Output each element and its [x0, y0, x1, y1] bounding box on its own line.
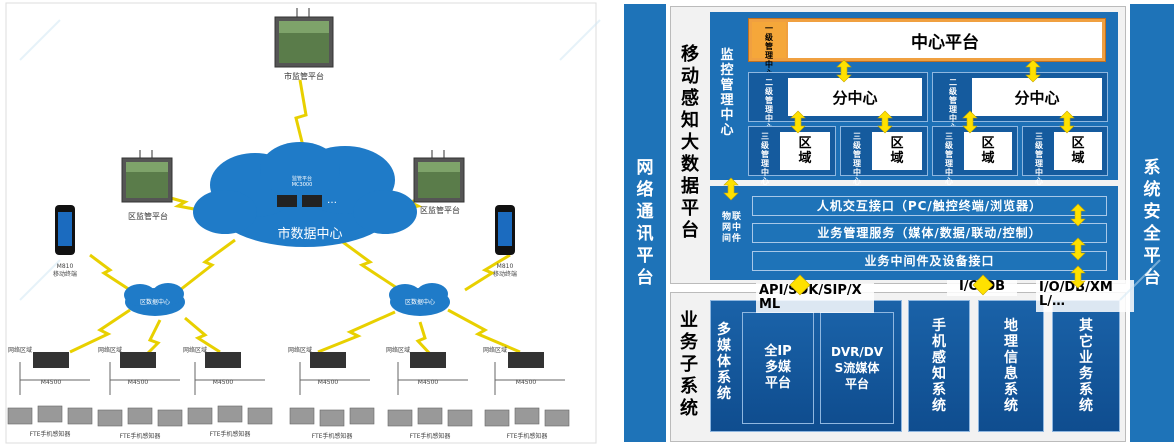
branch-center-box: 分中心	[972, 78, 1102, 116]
api-label: API/SDK/SIP/XML	[756, 283, 874, 313]
mobile-right	[495, 205, 515, 255]
zone-label: 网络区域	[385, 347, 411, 354]
network-communication-bar: 网络通讯平台	[624, 4, 666, 442]
mobile-right-label: 移动终端	[492, 271, 518, 278]
region-box: 区域	[872, 132, 922, 170]
level3-tag: 三级管理中心	[1035, 132, 1043, 186]
region-box: 区域	[780, 132, 830, 170]
branch-center-box: 分中心	[788, 78, 922, 116]
city-monitor	[274, 8, 334, 68]
device-model-label: M4500	[127, 379, 149, 386]
device-model-label: M4500	[40, 379, 62, 386]
mobile-left	[55, 205, 75, 255]
mobile-left-label: 移动终端	[52, 271, 78, 278]
level3-tag: 三级管理中心	[761, 132, 769, 186]
sensor-label: FTE手机感知器	[119, 433, 161, 440]
device-model-label: M4500	[317, 379, 339, 386]
zone-label: 网络区域	[97, 347, 123, 354]
district-platform-label-right: 区监管平台	[420, 206, 460, 215]
district-cloud-label-right: 区数据中心	[404, 299, 436, 306]
connector-arrows	[723, 59, 1086, 296]
business-service-bar: 业务管理服务（媒体/数据/联动/控制）	[752, 223, 1107, 243]
zone-label: 网络区域	[182, 347, 208, 354]
business-subsystem-title: 业务子系统	[680, 310, 698, 419]
level1-tag: 一级管理中心	[752, 22, 786, 78]
district-cloud-left	[124, 283, 185, 316]
device-model-label: M4500	[212, 379, 234, 386]
monitor-center-title: 监控管理中心	[720, 48, 734, 138]
city-platform-label: 市监管平台	[284, 72, 324, 81]
district-monitor-left	[121, 150, 173, 203]
region-box: 区域	[964, 132, 1012, 170]
district-cloud-label-left: 区数据中心	[139, 299, 171, 306]
district-platform-label-left: 区监管平台	[128, 212, 168, 221]
sensor-label: FTE手机感知器	[409, 433, 451, 440]
district-cloud-right	[389, 283, 450, 316]
mobile-right-model: M810	[496, 263, 514, 270]
city-data-center-label: 市数据中心	[277, 227, 343, 242]
zone-label: 网络区域	[287, 347, 313, 354]
other-business-system: 其它业务系统	[1052, 300, 1120, 432]
multimedia-label: 多媒体系统	[717, 322, 731, 402]
cloud-dots: …	[327, 195, 337, 206]
device-model-label: M4500	[515, 379, 537, 386]
io-db-xml-label: I/O/DB/XML/…	[1036, 280, 1134, 312]
mobile-left-model: M810	[56, 263, 74, 270]
hci-interface-bar: 人机交互接口（PC/触控终端/浏览器）	[752, 196, 1107, 216]
sensor-label: FTE手机感知器	[311, 433, 353, 440]
mobile-sensing-system: 手机感知系统	[908, 300, 970, 432]
sensor-label: FTE手机感知器	[506, 433, 548, 440]
architecture-diagram: 网络通讯平台 系统安全平台 移动感知大数据平台 监控管理中心 一级管理中心 中心…	[622, 0, 1176, 446]
sensor-label: FTE手机感知器	[209, 431, 251, 438]
system-security-bar: 系统安全平台	[1130, 4, 1174, 442]
middleware-interface-bar: 业务中间件及设备接口	[752, 251, 1107, 271]
region-box: 区域	[1054, 132, 1102, 170]
device-model-label: M4500	[417, 379, 439, 386]
big-data-platform-title: 移动感知大数据平台	[681, 44, 699, 241]
iot-middleware-title: 物联网中间件	[721, 212, 742, 244]
network-communication-label: 网络通讯平台	[636, 158, 654, 288]
topology-lines	[5, 2, 597, 444]
geo-info-system: 地理信息系统	[978, 300, 1044, 432]
link-city-cloud	[294, 79, 308, 151]
zone-label: 网络区域	[7, 347, 33, 354]
level3-tag: 三级管理中心	[853, 132, 861, 186]
sensor-label: FTE手机感知器	[29, 431, 71, 438]
district-monitor-right	[413, 150, 465, 203]
level3-tag: 三级管理中心	[945, 132, 953, 186]
dvr-dvs-platform: DVR/DVS流媒体平台	[820, 312, 894, 424]
zone-label: 网络区域	[482, 347, 508, 354]
central-platform-box: 中心平台	[788, 22, 1102, 58]
